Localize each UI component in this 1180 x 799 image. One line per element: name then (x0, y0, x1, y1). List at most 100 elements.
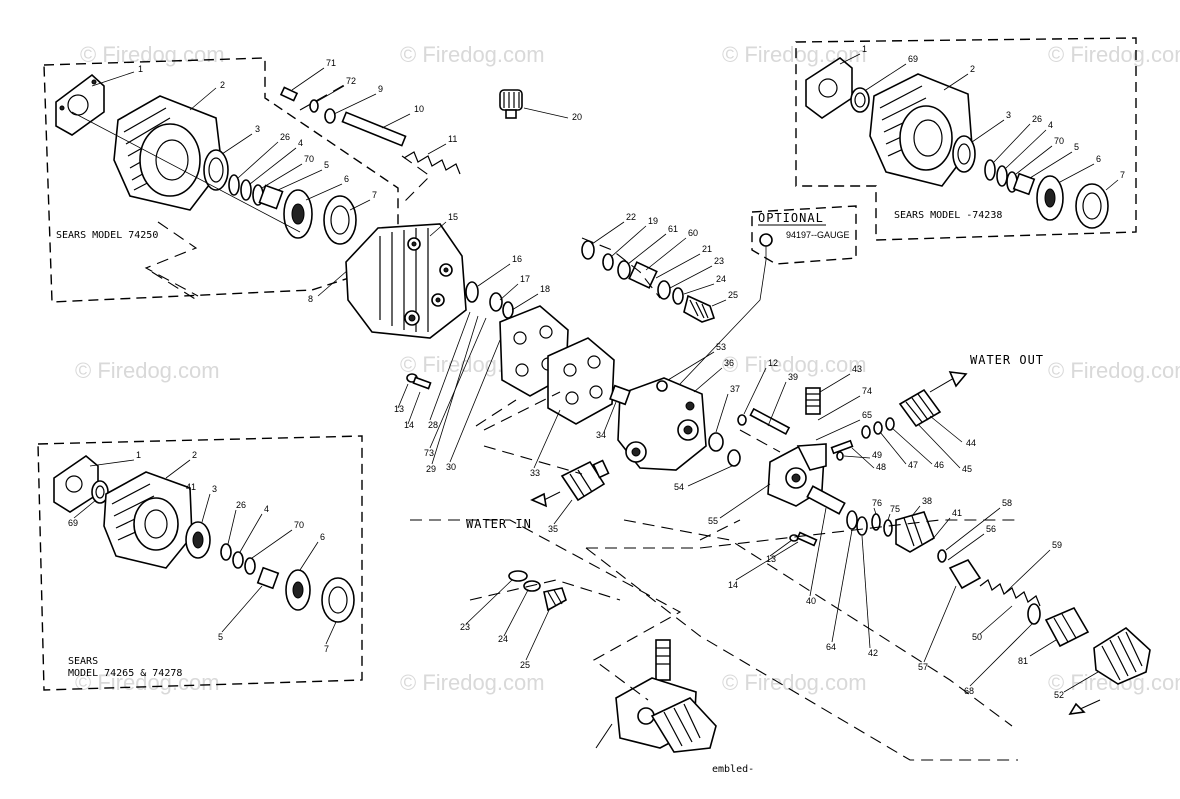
water-in-label: WATER IN (466, 517, 532, 531)
callout-28: 28 (428, 420, 438, 430)
unloader-spring (979, 579, 1041, 607)
callout-25: 25 (728, 290, 738, 300)
callout-58: 58 (1002, 498, 1012, 508)
callout-26: 26 (1032, 114, 1042, 124)
callout-22: 22 (626, 212, 636, 222)
callout-45: 45 (962, 464, 972, 474)
caption-model-74250: SEARS MODEL 74250 (56, 230, 158, 241)
callout-7: 7 (1120, 170, 1125, 180)
callout-53: 53 (716, 342, 726, 352)
callout-38: 38 (922, 496, 932, 506)
crankcase-group: 15 16 17 18 13 14 28 29 73 30 33 (345, 212, 615, 478)
callout-61: 61 (668, 224, 678, 234)
gasket (547, 337, 615, 425)
caption-model-74265-line1: SEARS (68, 656, 98, 667)
callout-9: 9 (378, 84, 383, 94)
callout-5: 5 (1074, 142, 1079, 152)
callout-41: 41 (186, 482, 196, 492)
callout-19: 19 (648, 216, 658, 226)
callout-54: 54 (674, 482, 684, 492)
callout-56: 56 (986, 524, 996, 534)
callout-25: 25 (520, 660, 530, 670)
callout-20: 20 (572, 112, 582, 122)
optional-gauge-group: OPTIONAL 94197--GAUGE (679, 205, 857, 385)
callout-47: 47 (908, 460, 918, 470)
callout-64: 64 (826, 642, 836, 652)
callout-23: 23 (460, 622, 470, 632)
model-74238-box (795, 37, 1137, 241)
model-74250-group: SEARS MODEL 74250 1 2 3 26 4 70 5 6 7 8 (43, 57, 399, 304)
model-74265-box (37, 435, 363, 691)
callout-81: 81 (1018, 656, 1028, 666)
watermark: © Firedog.com (722, 670, 867, 695)
bearing (203, 149, 229, 191)
callout-29: 29 (426, 464, 436, 474)
callout-13: 13 (394, 404, 404, 414)
callout-18: 18 (540, 284, 550, 294)
callout-2: 2 (220, 80, 225, 90)
watermark: © Firedog.com (75, 670, 220, 695)
callout-35: 35 (548, 524, 558, 534)
callout-52: 52 (1054, 690, 1064, 700)
callout-46: 46 (934, 460, 944, 470)
unloader-group: 12 39 43 74 65 55 49 48 47 46 45 (708, 353, 1151, 716)
callout-21: 21 (702, 244, 712, 254)
callout-8: 8 (308, 294, 313, 304)
callout-4: 4 (264, 504, 269, 514)
callout-70: 70 (1054, 136, 1064, 146)
callout-5: 5 (218, 632, 223, 642)
manifold-group: 53 36 37 34 54 35 WATER IN (466, 342, 741, 534)
callout-70: 70 (294, 520, 304, 530)
piston-spring (403, 151, 461, 175)
callout-50: 50 (972, 632, 982, 642)
callout-69: 69 (908, 54, 918, 64)
callout-70: 70 (304, 154, 314, 164)
valve-stack-group: 22 19 61 60 21 23 24 25 (581, 212, 738, 323)
callout-24: 24 (498, 634, 508, 644)
watermark: © Firedog.com (400, 42, 545, 67)
callout-3: 3 (1006, 110, 1011, 120)
callout-42: 42 (868, 648, 878, 658)
watermark: © Firedog.com (1048, 42, 1180, 67)
watermark: © Firedog.com (75, 358, 220, 383)
callout-34: 34 (596, 430, 606, 440)
pressure-gauge (759, 233, 773, 247)
callout-4: 4 (1048, 120, 1053, 130)
callout-26: 26 (236, 500, 246, 510)
callout-59: 59 (1052, 540, 1062, 550)
callout-30: 30 (446, 462, 456, 472)
callout-15: 15 (448, 212, 458, 222)
watermark: © Firedog.com (722, 352, 867, 377)
callout-3: 3 (255, 124, 260, 134)
optional-title: OPTIONAL (758, 211, 824, 225)
callout-68: 68 (964, 686, 974, 696)
callout-26: 26 (280, 132, 290, 142)
callout-7: 7 (324, 644, 329, 654)
model-74265-group: 1 2 41 69 3 26 4 70 6 5 7 SEARS MODEL 74… (37, 435, 363, 691)
callout-16: 16 (512, 254, 522, 264)
callout-69: 69 (68, 518, 78, 528)
piston-parts-group: 71 72 9 10 11 20 (279, 58, 582, 175)
callout-41: 41 (952, 508, 962, 518)
callout-49: 49 (872, 450, 882, 460)
callout-6: 6 (1096, 154, 1101, 164)
callout-44: 44 (966, 438, 976, 448)
callout-57: 57 (918, 662, 928, 672)
callout-2: 2 (192, 450, 197, 460)
callout-14: 14 (728, 580, 738, 590)
model-74250-box (43, 57, 399, 303)
callout-76: 76 (872, 498, 882, 508)
watermark: © Firedog.com (1048, 358, 1180, 383)
callout-43: 43 (852, 364, 862, 374)
callout-37: 37 (730, 384, 740, 394)
callout-5: 5 (324, 160, 329, 170)
caption-model-74238: SEARS MODEL -74238 (894, 210, 1002, 221)
callout-75: 75 (890, 504, 900, 514)
callout-24: 24 (716, 274, 726, 284)
callout-55: 55 (708, 516, 718, 526)
callout-14: 14 (404, 420, 414, 430)
optional-box (751, 205, 857, 265)
callout-74: 74 (862, 386, 872, 396)
callout-10: 10 (414, 104, 424, 114)
